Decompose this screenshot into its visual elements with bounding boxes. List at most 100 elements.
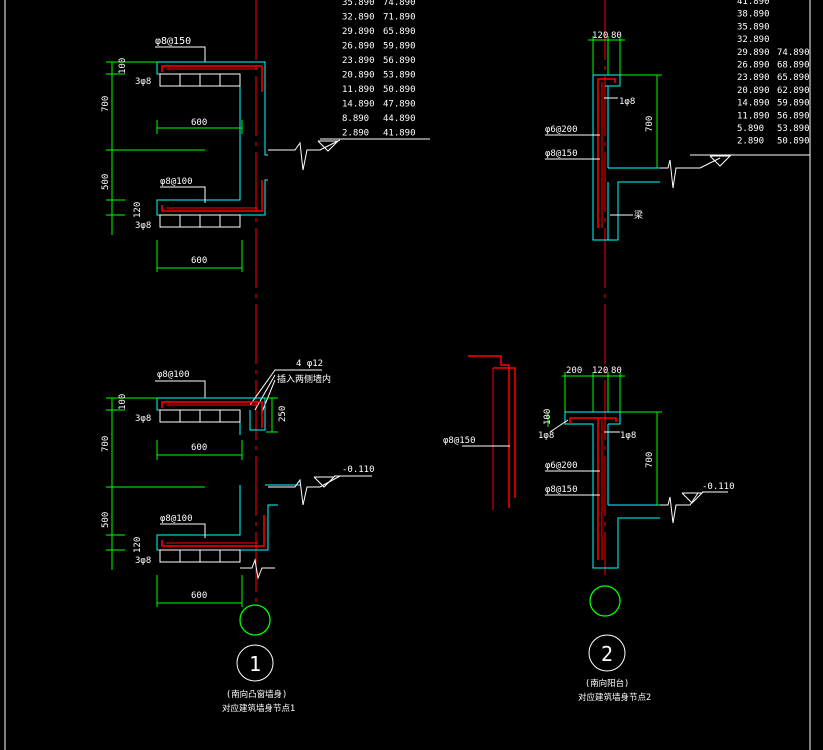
rebar-bottom	[161, 515, 265, 547]
elevation-value: 38.890	[737, 10, 770, 20]
rebar-mark: 3φ8	[135, 77, 151, 87]
ground-break-line	[660, 492, 699, 524]
dim-label-100: 100	[118, 58, 128, 74]
rebar-label-a: φ6@200	[545, 461, 578, 471]
detail-2-upper: 120 80 700 1φ8 φ6@200 φ8@150 梁	[545, 31, 732, 241]
elevation-value: 65.890	[383, 27, 416, 37]
dim-label-600: 600	[191, 256, 207, 266]
elevation-value: 2.890	[342, 129, 369, 139]
leader-line	[160, 186, 206, 203]
concrete-outline	[156, 398, 241, 435]
rebar-label-b: φ8@150	[545, 485, 578, 495]
dim-label-120: 120	[133, 202, 143, 218]
dim-label-600: 600	[191, 443, 207, 453]
dim-label-200: 200	[566, 366, 582, 376]
dim-label-80: 80	[611, 366, 622, 376]
elevation-triangle	[317, 140, 340, 152]
detail-2-caption-2: 对应建筑墙身节点2	[578, 692, 651, 703]
elevation-value: 44.890	[383, 114, 416, 124]
leader-line	[155, 46, 206, 62]
elevation-value: 26.890	[342, 42, 375, 52]
detail-1-caption-1: (南向凸窗墙身)	[226, 689, 287, 700]
detail-number-circle-1	[236, 644, 274, 682]
detail-1-lower-top-rebar-label: φ8@100	[157, 370, 190, 380]
elevation-value: 53.890	[383, 71, 416, 81]
axis-bubble-1	[239, 604, 271, 636]
rebar-mark: 3φ8	[135, 556, 151, 566]
dim-label-700: 700	[645, 116, 655, 132]
leader-line	[549, 419, 569, 433]
middle-detail: φ8@150	[443, 355, 516, 510]
dim-label-700: 700	[101, 436, 111, 452]
detail-1-lower-bottom-rebar-label: φ8@100	[160, 514, 193, 524]
elevation-value: 59.890	[383, 42, 416, 52]
break-line	[240, 558, 275, 580]
concrete-outline-body	[564, 412, 660, 569]
concrete-outline-top	[565, 411, 621, 425]
rebar-bottom	[161, 180, 263, 212]
elevation-value: 14.890	[737, 99, 770, 109]
rebar-top	[161, 401, 263, 428]
elevation-value: 56.890	[777, 111, 810, 121]
elevation-label: -0.110	[342, 465, 375, 475]
note-text: 插入两侧墙内	[277, 373, 331, 385]
note-bars: 4 φ12	[296, 359, 323, 369]
elevation-value: 5.890	[737, 124, 764, 134]
dim-label-100: 100	[118, 394, 128, 410]
beam-note: 梁	[634, 209, 643, 221]
elevation-value: 41.890	[737, 0, 770, 7]
elevation-value: 11.890	[342, 85, 375, 95]
dim-label-80: 80	[611, 31, 622, 41]
rebar-top	[161, 65, 263, 92]
leader-line	[254, 374, 276, 411]
dim-label-600: 600	[191, 118, 207, 128]
concrete-outline-top	[593, 74, 621, 87]
dim-label-120: 120	[133, 537, 143, 553]
leader-line	[249, 369, 322, 406]
dim-label-500: 500	[101, 174, 111, 190]
elevation-value: 68.890	[777, 61, 810, 71]
elevation-value: 53.890	[777, 124, 810, 134]
detail-number-1: 1	[249, 652, 261, 676]
elevation-triangle	[681, 492, 704, 504]
rebar-mark-left: 1φ8	[538, 431, 554, 441]
detail-1-upper-top-rebar-label: φ8@150	[155, 36, 191, 47]
dim-label-500: 500	[101, 512, 111, 528]
elevation-value: 26.890	[737, 61, 770, 71]
ground-break-line	[660, 157, 721, 189]
elevation-value: 20.890	[342, 71, 375, 81]
elevation-value: 41.890	[383, 129, 416, 139]
detail-1-upper-bottom-rebar-label: φ8@100	[160, 177, 193, 187]
axis-bubble-2	[589, 585, 621, 617]
concrete-outline-body	[156, 62, 268, 216]
rebar-top	[569, 417, 617, 424]
ground-break-line	[268, 139, 341, 171]
concrete-outline-body	[156, 485, 278, 551]
detail-2-lower: 200 120 80 100 700 1φ8 1φ8 φ6@200 φ8@150…	[538, 366, 735, 569]
leader-line	[155, 380, 206, 398]
elevation-value: 35.890	[737, 22, 770, 32]
elevation-triangle	[709, 155, 732, 167]
detail-1-caption-2: 对应建筑墙身节点1	[222, 703, 295, 714]
leader-line	[261, 379, 276, 413]
rebar-mark: 3φ8	[135, 414, 151, 424]
leader-line	[160, 523, 206, 538]
elevation-value: 23.890	[342, 56, 375, 66]
elevation-value: 74.890	[383, 0, 416, 8]
rebar-mark-right: 1φ8	[620, 431, 636, 441]
elevation-value: 35.890	[342, 0, 375, 8]
dim-label-700: 700	[101, 96, 111, 112]
elevation-value: 59.890	[777, 99, 810, 109]
elevation-value: 74.890	[777, 48, 810, 58]
elevation-value: 29.890	[737, 48, 770, 58]
detail-2-caption-1: (南向阳台)	[585, 678, 629, 689]
dim-label-700: 700	[645, 452, 655, 468]
middle-rebar-a	[468, 355, 510, 508]
ground-break-line	[268, 475, 341, 506]
elevation-label: -0.110	[702, 482, 735, 492]
elevation-triangle	[313, 476, 336, 488]
concrete-outline-top	[157, 61, 268, 156]
elevation-value: 8.890	[342, 114, 369, 124]
